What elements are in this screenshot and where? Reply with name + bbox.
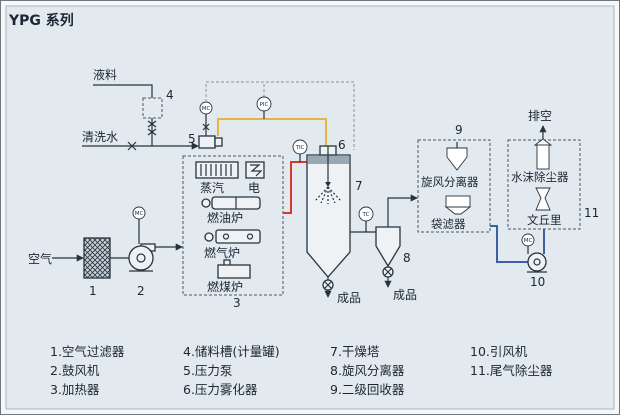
coal-furnace-icon bbox=[217, 264, 251, 279]
cyclone-rotary-valve-cross bbox=[384, 268, 392, 276]
gas-furnace-icon bbox=[215, 229, 261, 244]
induced-fan bbox=[527, 252, 547, 272]
cleaning-water-label: 清洗水 bbox=[82, 130, 118, 144]
legend-item-3: 3.加热器 bbox=[50, 382, 100, 397]
liquid-feed-label: 液料 bbox=[93, 67, 117, 82]
exhaust-gas-line bbox=[490, 225, 528, 263]
venturi-label: 文丘里 bbox=[527, 213, 562, 227]
bag-filter-label: 袋滤器 bbox=[431, 217, 466, 231]
legend-item-10: 10.引风机 bbox=[470, 344, 528, 359]
atomizer-number: 6 bbox=[338, 138, 346, 152]
coal-furnace-label: 燃煤炉 bbox=[207, 279, 243, 294]
legend-item-4: 4.储料槽(计量罐) bbox=[183, 344, 280, 359]
pump-mc-label: MC bbox=[202, 106, 211, 112]
cyclone-product-label: 成品 bbox=[393, 288, 417, 302]
heater-box bbox=[182, 155, 284, 296]
venturi-icon bbox=[535, 187, 551, 211]
lightning-icon bbox=[250, 164, 263, 177]
oil-furnace-label: 燃油炉 bbox=[207, 210, 243, 225]
electric-label: 电 bbox=[248, 181, 260, 195]
induced-fan-number: 10 bbox=[530, 275, 545, 289]
gas-furnace-label: 燃气炉 bbox=[204, 245, 240, 260]
air-label: 空气 bbox=[28, 251, 52, 266]
pump-inline-valve bbox=[202, 123, 210, 131]
bag-filter-icon bbox=[445, 195, 471, 208]
pressure-pump bbox=[198, 135, 216, 149]
tic-label: TIC bbox=[295, 145, 305, 151]
legend-item-7: 7.干燥塔 bbox=[330, 344, 380, 359]
air-filter-number: 1 bbox=[89, 284, 97, 298]
pump-motor bbox=[214, 137, 223, 147]
legend-item-1: 1.空气过滤器 bbox=[50, 344, 125, 359]
pressure-pump-number: 5 bbox=[188, 132, 196, 146]
tc-instrument bbox=[358, 206, 374, 222]
secondary-recovery-box bbox=[417, 139, 491, 233]
blower-number: 2 bbox=[137, 284, 145, 298]
gas-burner-icon bbox=[204, 232, 214, 242]
storage-tank-number: 4 bbox=[166, 88, 174, 102]
gas-furnace-port-icon bbox=[222, 233, 230, 240]
cyclone-separator bbox=[375, 226, 401, 268]
blower bbox=[128, 245, 154, 271]
electric-heater-icon bbox=[245, 161, 265, 179]
feed-inlet-line bbox=[93, 84, 153, 98]
water-mist-collector-label: 水沫除尘器 bbox=[511, 170, 569, 184]
secondary-recovery-number: 9 bbox=[455, 123, 463, 137]
tower-rotary-valve-cross bbox=[324, 281, 332, 289]
hot-air-line bbox=[283, 161, 307, 214]
cyclone-separator-label: 旋风分离器 bbox=[421, 175, 479, 189]
oil-burner-icon bbox=[201, 198, 211, 208]
blower-mc-instrument bbox=[132, 206, 146, 220]
exhaust-label: 排空 bbox=[528, 109, 552, 123]
legend-item-6: 6.压力雾化器 bbox=[183, 382, 258, 397]
tic-instrument bbox=[292, 139, 308, 155]
tower-product-label: 成品 bbox=[337, 291, 361, 305]
legend-item-5: 5.压力泵 bbox=[183, 363, 232, 378]
gas-furnace-port-icon-2 bbox=[246, 233, 254, 240]
bag-filter-hopper-icon bbox=[444, 206, 472, 215]
heater-number: 3 bbox=[233, 296, 241, 310]
drying-tower bbox=[306, 154, 351, 278]
cyclone-to-recovery-line bbox=[387, 194, 418, 227]
legend-item-8: 8.旋风分离器 bbox=[330, 363, 405, 378]
mini-cyclone-icon bbox=[446, 147, 468, 171]
tc-label: TC bbox=[362, 212, 370, 218]
legend-item-9: 9.二级回收器 bbox=[330, 382, 405, 397]
air-filter bbox=[83, 237, 111, 279]
cyclone-number: 8 bbox=[403, 251, 411, 265]
drying-tower-number: 7 bbox=[355, 179, 363, 193]
steam-label: 蒸汽 bbox=[200, 180, 224, 195]
tank-valve-upper bbox=[147, 120, 157, 128]
cleaning-water-valve bbox=[127, 141, 137, 151]
pressure-nozzle bbox=[325, 182, 331, 187]
steam-heater-icon bbox=[195, 161, 239, 179]
storage-tank bbox=[142, 97, 163, 119]
pic-label: PIC bbox=[260, 102, 269, 108]
legend-item-11: 11.尾气除尘器 bbox=[470, 363, 553, 378]
spray-pattern bbox=[314, 186, 342, 204]
tank-valve-lower bbox=[147, 128, 157, 136]
pic-instrument bbox=[256, 96, 272, 112]
induced-fan-hub bbox=[533, 258, 541, 266]
diagram-title: YPG 系列 bbox=[8, 12, 74, 29]
tail-gas-collector-number: 11 bbox=[584, 206, 599, 220]
fan-mc-instrument bbox=[521, 233, 535, 247]
control-signal-line bbox=[205, 81, 355, 150]
fan-mc-label: MC bbox=[524, 238, 533, 244]
legend-item-2: 2.鼓风机 bbox=[50, 363, 100, 378]
water-mist-scrubber-icon bbox=[536, 144, 550, 170]
blower-hub bbox=[136, 253, 146, 263]
steam-coil-icon bbox=[200, 164, 232, 176]
feed-pressure-line bbox=[217, 118, 327, 146]
blower-mc-label: MC bbox=[135, 211, 144, 217]
